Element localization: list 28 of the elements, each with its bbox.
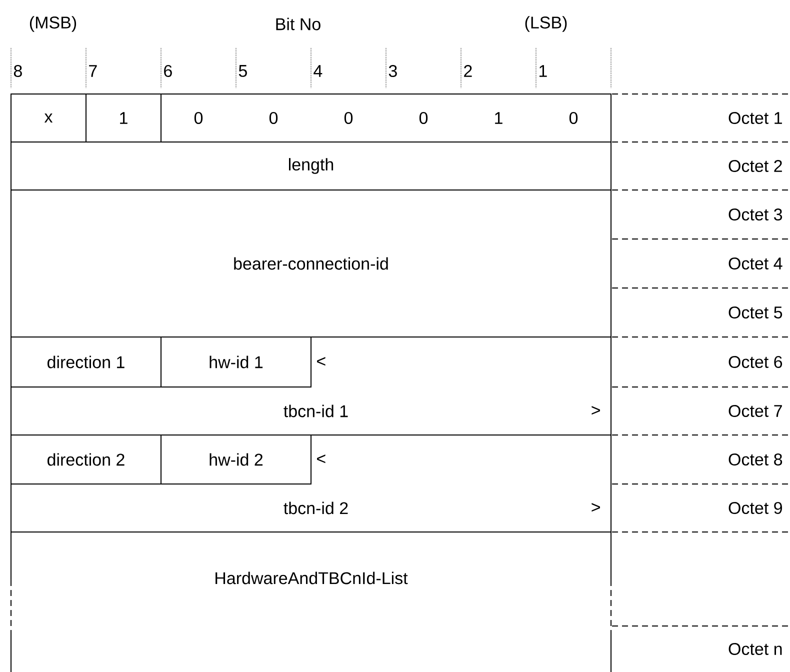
field-cell: 1 — [86, 94, 162, 142]
octet-label: Octet n — [728, 642, 782, 655]
bit-number: 7 — [89, 65, 97, 77]
field-cell: direction 2 — [10, 434, 162, 484]
octet-label: Octet 4 — [728, 257, 782, 270]
octet-label: Octet 1 — [728, 112, 782, 124]
bit-number: 2 — [464, 65, 472, 77]
bit-number: 3 — [388, 64, 397, 78]
octet-label: Octet 8 — [728, 453, 782, 466]
octet-label: Octet 2 — [728, 160, 782, 172]
octet-label: Octet 3 — [728, 208, 782, 221]
bit-number: 8 — [14, 64, 22, 78]
octet-label: Octet 9 — [728, 502, 782, 514]
header-text: (MSB) — [30, 16, 76, 32]
field-cell: hw-id 2 — [160, 434, 312, 484]
octet-label: Octet 7 — [728, 404, 782, 417]
bit-number: 5 — [238, 65, 247, 77]
octet-label: Octet 6 — [728, 356, 782, 368]
bit-number: 1 — [540, 65, 547, 77]
octet-label: Octet 5 — [728, 306, 782, 319]
header-text: (LSB) — [525, 16, 567, 32]
field-cell: x — [10, 94, 86, 142]
header-text: Bit No — [276, 18, 320, 30]
field-cell: hw-id 1 — [160, 336, 312, 388]
bit-number: 4 — [314, 65, 322, 77]
bit-number: 6 — [164, 64, 172, 78]
field-cell: HardwareAndTBCnId-List — [10, 531, 612, 672]
field-cell: direction 1 — [10, 336, 162, 388]
